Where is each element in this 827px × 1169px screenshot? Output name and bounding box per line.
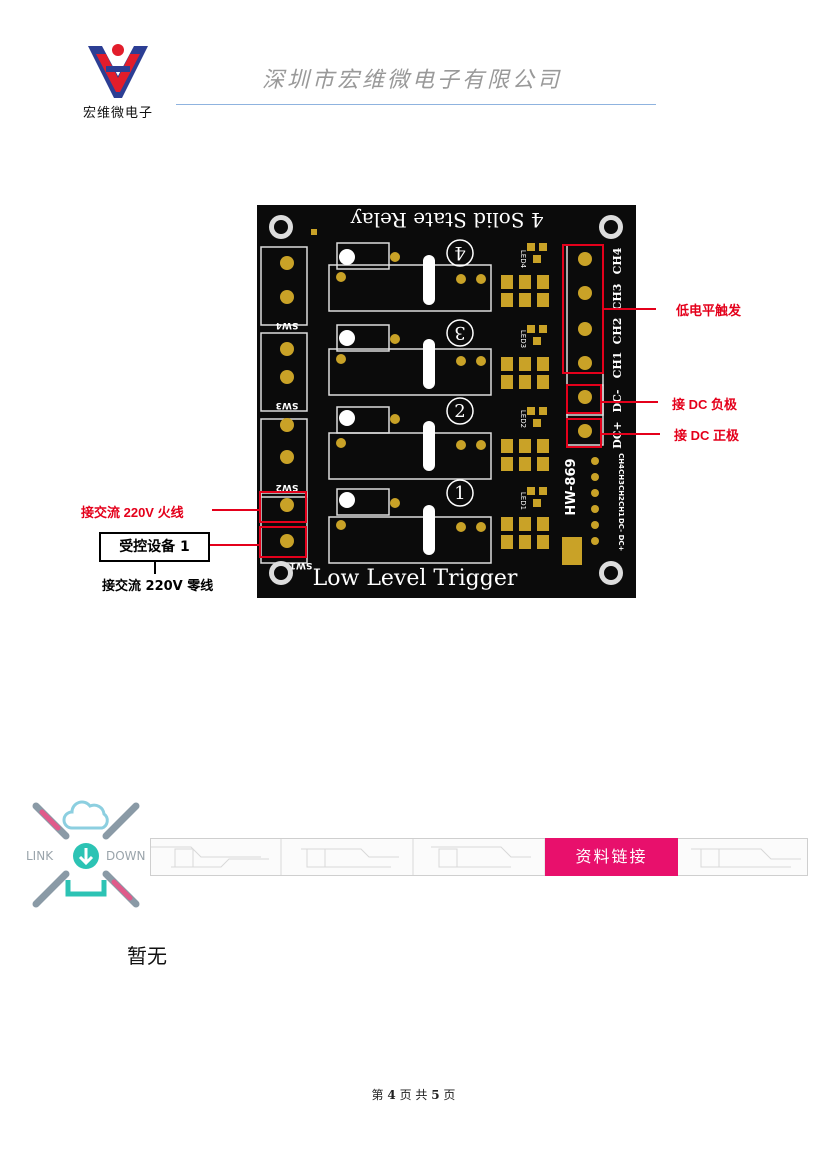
led2-label: LED2	[519, 410, 527, 428]
relay-2-number: 2	[454, 401, 465, 422]
no-resource-text: 暂无	[127, 944, 167, 968]
ac-device-terminal-highlight	[259, 526, 307, 558]
model-label: HW-869	[564, 458, 579, 515]
sw2-label: SW2	[276, 482, 299, 492]
footer-middle: 页 共	[399, 1088, 428, 1102]
pin-ch4-label: CH4	[617, 453, 625, 469]
footer-total-pages: 5	[431, 1088, 440, 1102]
ch2-terminal-label: CH2	[611, 318, 624, 345]
company-logo	[78, 40, 158, 106]
sw1-label: SW1	[290, 560, 313, 570]
dc-negative-label: 接 DC 负极	[672, 397, 738, 412]
pin-ch2-label: CH2	[617, 485, 625, 501]
dc-negative-leader-line	[602, 401, 658, 403]
relay-4-number: 4	[454, 242, 465, 263]
relay-3-number: 3	[454, 322, 465, 343]
logo-text: 宏维微电子	[82, 106, 153, 121]
footer-prefix: 第	[371, 1088, 384, 1102]
board-title: 4 Solid State Relay	[350, 208, 544, 232]
sw4-label: SW4	[276, 320, 299, 330]
ac-neutral-label: 接交流 220V 零线	[102, 579, 214, 594]
sw3-label: SW3	[276, 400, 299, 410]
ch3-terminal-label: CH3	[611, 284, 624, 311]
pin-ch3-label: CH3	[617, 469, 625, 485]
svg-text:LINK: LINK	[26, 849, 54, 863]
board-subtitle: Low Level Trigger	[313, 566, 518, 591]
ac-live-terminal-highlight	[259, 491, 307, 523]
ch-terminals-highlight	[562, 244, 604, 374]
ch4-terminal-label: CH4	[611, 247, 624, 274]
low-trigger-leader-line	[604, 308, 656, 310]
low-trigger-label: 低电平触发	[676, 303, 742, 318]
download-link-bar	[150, 838, 808, 876]
ac-live-label: 接交流 220V 火线	[81, 505, 184, 520]
pin-dc-plus-label: DC+	[617, 535, 625, 552]
company-name: 深圳市宏维微电子有限公司	[262, 68, 563, 93]
led3-label: LED3	[519, 330, 527, 348]
page-footer: 第 4 页 共 5 页	[0, 1086, 827, 1103]
led1-label: LED1	[519, 492, 527, 510]
dc-plus-terminal-highlight	[566, 418, 602, 448]
relay-board-photo: 4 Solid State Relay SW4 SW3 SW2 SW1	[257, 205, 636, 598]
pin-dc-minus-label: DC-	[617, 518, 625, 532]
controlled-device-box: 受控设备 1	[99, 532, 210, 562]
resource-link-button[interactable]: 资料链接	[545, 838, 678, 876]
ac-live-leader-line	[212, 509, 259, 511]
header-divider	[176, 104, 656, 105]
pin-ch1-label: CH1	[617, 501, 625, 517]
dc-positive-leader-line	[602, 433, 660, 435]
link-download-icon: LINK DOWN	[22, 788, 150, 922]
footer-page-number: 4	[387, 1088, 396, 1102]
dc-minus-terminal-highlight	[566, 384, 602, 414]
dc-plus-terminal-label: DC+	[611, 421, 624, 449]
dc-positive-label: 接 DC 正极	[674, 428, 740, 443]
footer-suffix: 页	[443, 1088, 456, 1102]
ch1-terminal-label: CH1	[611, 352, 624, 379]
device-neutral-connector	[154, 562, 156, 574]
device-leader-line	[210, 544, 259, 546]
led4-label: LED4	[519, 250, 527, 269]
relay-1-number: 1	[454, 483, 465, 504]
svg-text:DOWN: DOWN	[106, 849, 146, 863]
